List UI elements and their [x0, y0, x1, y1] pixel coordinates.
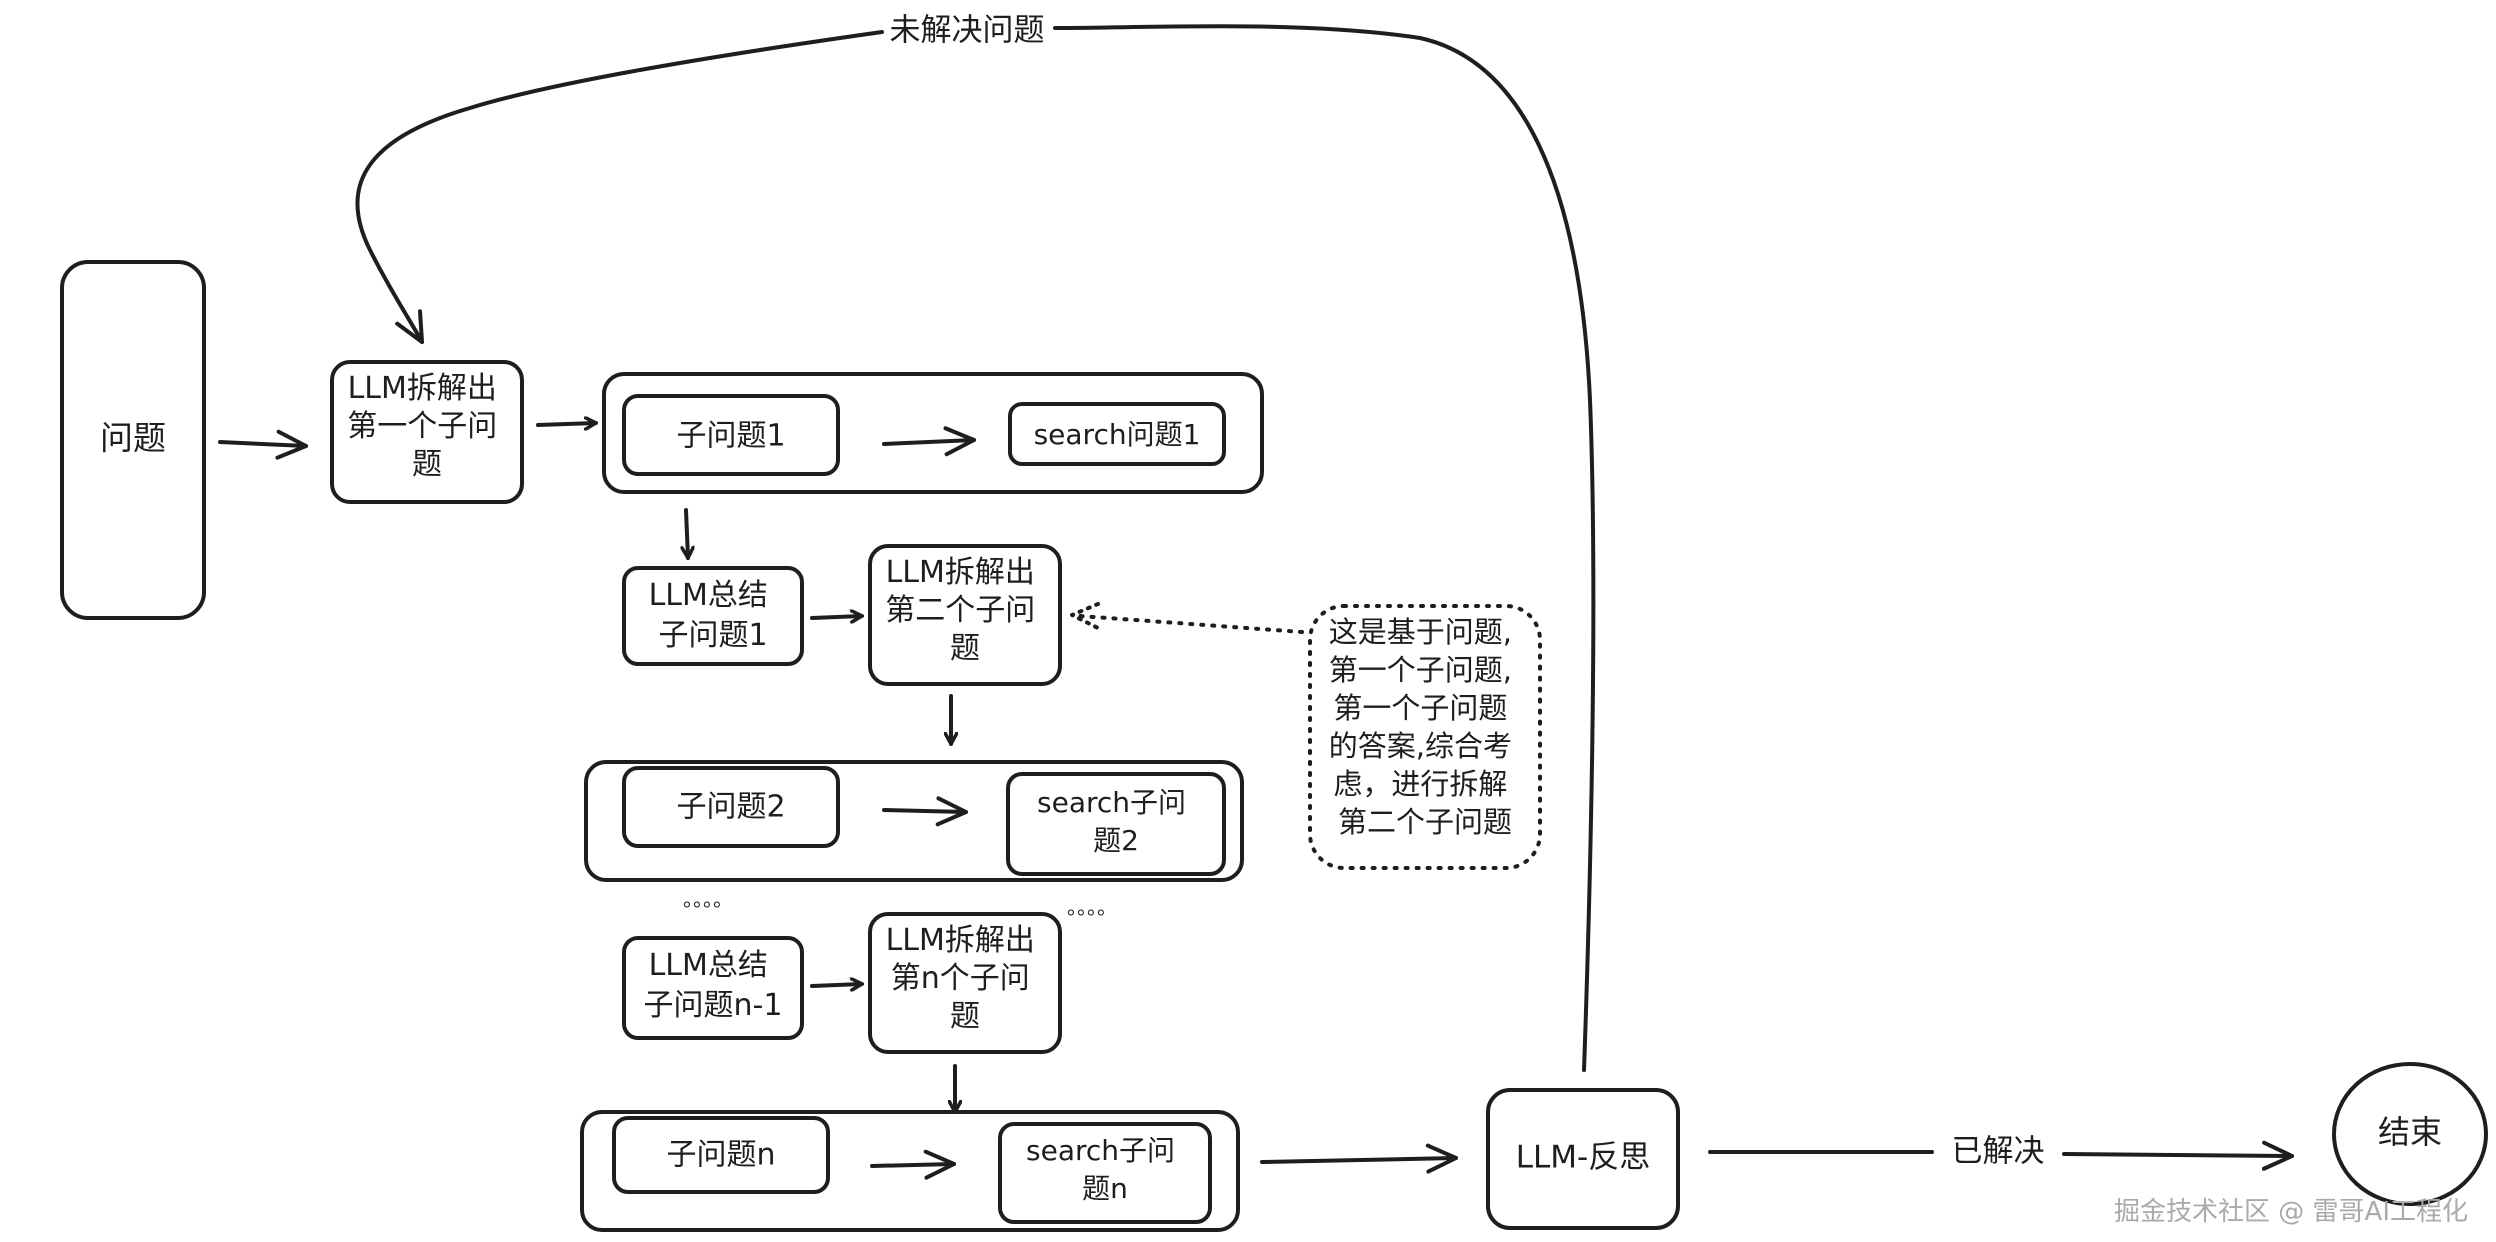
edge-unsolved-label: 未解决问题: [890, 13, 1045, 49]
llm-split-n-line-1: LLM拆解出: [886, 923, 1035, 958]
llm-split-n-line-3: 题: [950, 999, 980, 1034]
subquestion-1-label: 子问题1: [676, 419, 785, 454]
llm-split-1-line-2: 第一个子问: [347, 409, 497, 444]
svg-text:search子问 题2: search子问 题2: [1037, 786, 1195, 857]
ellipsis-right: 。。。。: [1067, 895, 1117, 919]
llm-summary-n-line-2: 子问题n-1: [644, 988, 783, 1023]
subquestion-n-label: 子问题n: [666, 1138, 775, 1173]
arrow-groupn-to-reflect: [1260, 1143, 1458, 1174]
subquestion-n-group: 子问题n search子问 题n: [580, 1110, 1240, 1232]
search-1-label: search问题1: [1034, 418, 1201, 451]
ellipsis-left: 。。。。: [683, 887, 733, 911]
subquestion-2-group: 子问题2 search子问 题2: [584, 760, 1244, 882]
llm-split-1-line-1: LLM拆解出: [348, 371, 497, 406]
note-line-5: 虑，进行拆解: [1333, 767, 1507, 801]
svg-text:这是基于问题, 第一个子问题, 第一: 这是基于问题, 第一个子问题, 第一个子问题 的答案,综合考 虑，进行拆解 第二…: [1329, 615, 1521, 839]
subquestion-1-group: 子问题1 search问题1: [602, 372, 1264, 494]
edge-unsolved-left: [355, 30, 884, 344]
arrow-subq1-to-search1: [882, 426, 976, 457]
llm-split-2-line-1: LLM拆解出: [886, 555, 1035, 590]
arrow-split1-to-group1: [536, 423, 598, 425]
llm-summary-n-node: LLM总结 子问题n-1: [622, 936, 804, 1040]
arrow-subqn-to-searchn: [870, 1149, 956, 1180]
arrow-question-to-split1: [218, 429, 308, 460]
end-node: 结束: [2332, 1062, 2488, 1206]
question-node: 问题: [60, 260, 206, 620]
search-n-line-2: 题n: [1082, 1172, 1128, 1205]
explanation-note: 这是基于问题, 第一个子问题, 第一个子问题 的答案,综合考 虑，进行拆解 第二…: [1308, 604, 1542, 870]
llm-summary-n-line-1: LLM总结: [649, 948, 768, 983]
note-arrow-head: [1070, 602, 1100, 630]
arrow-summaryn-to-splitn: [810, 984, 864, 986]
note-line-4: 的答案,综合考: [1329, 729, 1512, 763]
llm-reflect-node: LLM-反思: [1486, 1088, 1680, 1230]
llm-split-n-line-2: 第n个子问: [891, 961, 1030, 996]
arrow-summary1-to-split2: [810, 616, 864, 618]
llm-split-1-node: LLM拆解出 第一个子问 题: [330, 360, 524, 504]
svg-text:LLM拆解出 第二个子问 题: LLM拆解出 第二个子问 题: [885, 555, 1045, 666]
note-line-6: 第二个子问题: [1338, 805, 1512, 839]
arrow-subq2-to-search2: [882, 796, 968, 827]
llm-split-2-line-3: 题: [950, 631, 980, 666]
llm-summary-1-line-2: 子问题1: [658, 618, 767, 653]
edge-solved-label: 已解决: [1952, 1134, 2045, 1170]
llm-reflect-label: LLM-反思: [1516, 1140, 1650, 1176]
note-line-2: 第一个子问题,: [1329, 653, 1512, 687]
edge-unsolved-right: [1053, 24, 1596, 1072]
watermark: 掘金技术社区 @ 雷哥AI工程化: [2114, 1197, 2468, 1227]
subquestion-2-label: 子问题2: [676, 790, 785, 825]
search-n-line-1: search子问: [1026, 1134, 1175, 1167]
end-label: 结束: [2378, 1113, 2442, 1151]
llm-split-n-node: LLM拆解出 第n个子问 题: [868, 912, 1062, 1054]
llm-split-2-line-2: 第二个子问: [885, 593, 1035, 628]
arrow-note-to-split2: [1078, 614, 1304, 634]
search-2-line-1: search子问: [1037, 786, 1186, 819]
llm-summary-1-node: LLM总结 子问题1: [622, 566, 804, 666]
search-2-line-2: 题2: [1093, 824, 1139, 857]
svg-text:LLM总结 子问题n-1: LLM总结 子问题n-1: [644, 948, 783, 1023]
note-line-3: 第一个子问题: [1333, 691, 1507, 725]
llm-split-2-node: LLM拆解出 第二个子问 题: [868, 544, 1062, 686]
llm-split-1-line-3: 题: [412, 447, 442, 482]
note-line-1: 这是基于问题,: [1329, 615, 1512, 649]
arrow-group1-to-summary1: [686, 508, 688, 560]
svg-text:LLM拆解出 第n个子问 题: LLM拆解出 第n个子问 题: [886, 923, 1045, 1034]
llm-summary-1-line-1: LLM总结: [649, 578, 768, 613]
edge-solved-right: [2062, 1140, 2294, 1171]
question-label: 问题: [100, 419, 166, 458]
svg-text:LLM总结 子问题1: LLM总结 子问题1: [649, 578, 778, 653]
svg-text:LLM拆解出 第一个子问 题: LLM拆解出 第一个子问 题: [347, 371, 507, 482]
svg-text:search子问 题n: search子问 题n: [1026, 1134, 1184, 1205]
